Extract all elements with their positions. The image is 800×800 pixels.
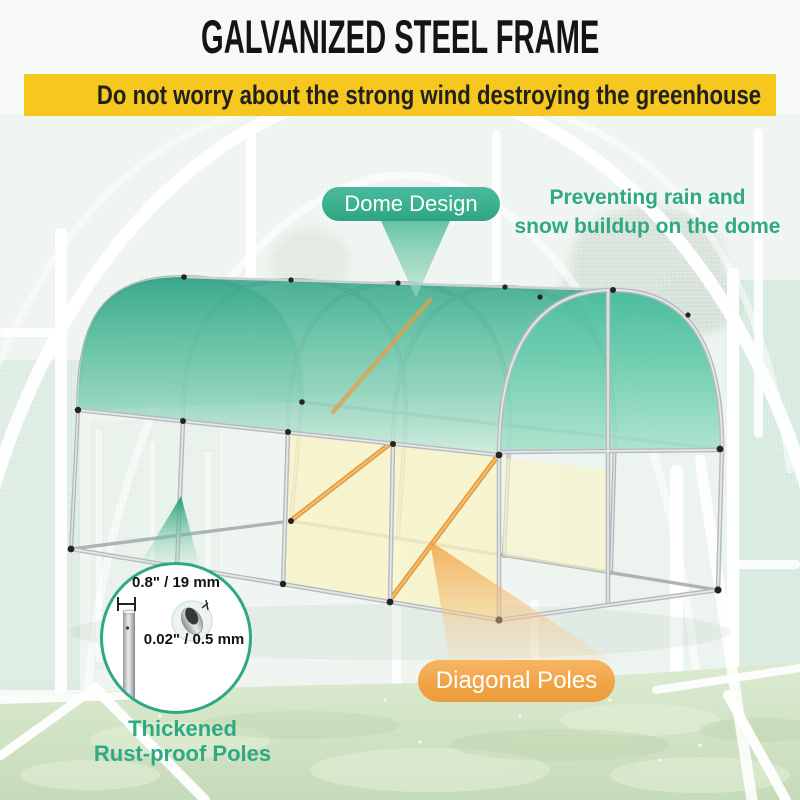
dome-design-label: Dome Design — [322, 187, 500, 221]
diagonal-poles-label: Diagonal Poles — [418, 660, 615, 702]
pole-spec-drawing — [117, 597, 213, 711]
poles-label: Thickened Rust-proof Poles — [93, 716, 272, 766]
dome-note: Preventing rain and snow buildup on the … — [514, 186, 781, 238]
width-measure-mark — [117, 597, 136, 611]
page-title: GALVANIZED STEEL FRAME — [200, 10, 600, 63]
canopy-front — [499, 290, 722, 452]
diagonal-pole-roof — [330, 297, 433, 415]
canopy-roof — [78, 277, 613, 455]
pole-illustration — [122, 609, 136, 711]
banner: Do not worry about the strong wind destr… — [24, 74, 776, 116]
diagonal-pointer-cone — [430, 541, 612, 661]
tube-cross-section-icon — [171, 599, 213, 642]
pole-outer-diameter: 0.8" / 19 mm — [132, 574, 220, 591]
pole-wall-thickness: 0.02" / 0.5 mm — [143, 631, 245, 648]
pole-spec-callout — [100, 562, 252, 714]
greenhouse-frame — [67, 274, 725, 624]
poles-pointer-cone — [140, 496, 199, 564]
diagonal-poles — [290, 440, 500, 603]
dome-pointer-cone — [381, 221, 450, 298]
